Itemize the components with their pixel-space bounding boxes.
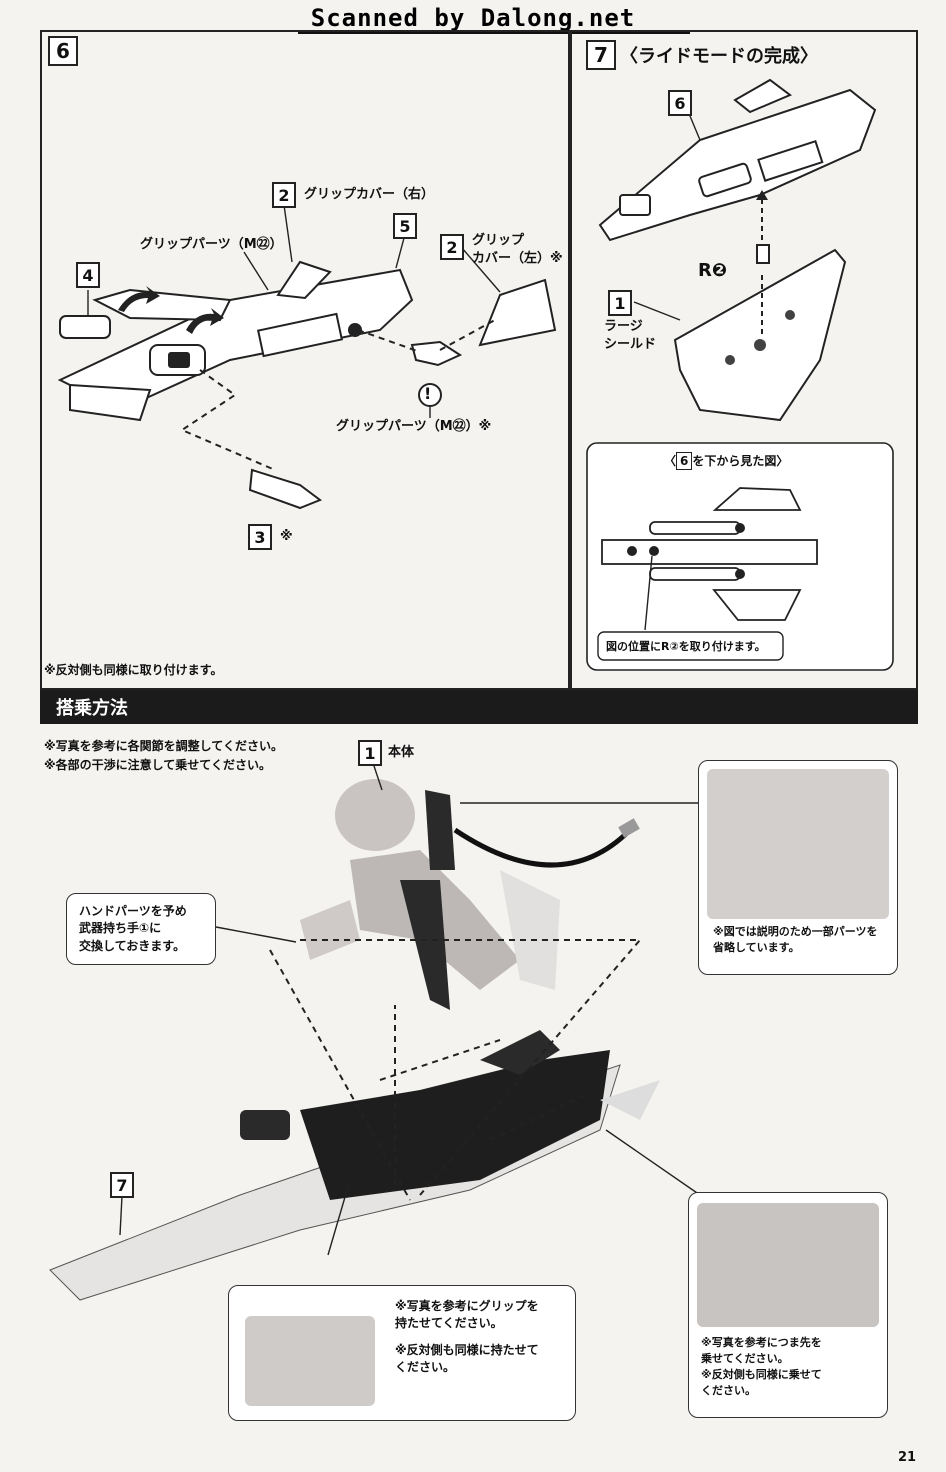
grip-note-text-1: ※写真を参考にグリップを 持たせてください。 [395,1299,539,1331]
boarding-vehicle-part-box: 7 [110,1172,134,1198]
step6-part-5-box: 5 [393,213,417,239]
step7-panel [570,30,918,690]
boarding-section-bar: 搭乗方法 [40,690,918,724]
hand-parts-note-text: ハンドパーツを予め 武器持ち手①に 交換しておきます。 [79,904,187,953]
omit-note-frame: ※図では説明のため一部パーツを 省略しています。 [698,760,898,975]
step7-inset-caption: 図の位置にR②を取り付けます。 [606,640,766,653]
toe-note-text-2: ※反対側も同様に乗せて ください。 [701,1367,822,1397]
step6-part-3-box: 3 [248,524,272,550]
step7-number: 7 [586,40,616,70]
page-number: 21 [898,1450,917,1465]
step6-part-2-left-box: 2 [440,234,464,260]
inset-title-suffix: を下から見た図〉 [692,454,789,468]
figure-detail-photo [707,769,889,919]
grip-note-text-2: ※反対側も同様に持たせて ください。 [395,1343,539,1375]
step6-panel [40,30,570,690]
step6-grip-cover-left-label: グリップ カバー（左）※ [472,233,563,266]
step7-large-shield-box: 1 [608,290,632,316]
boarding-note-interference: ※各部の干渉に注意して乗せてください。 [44,758,271,772]
grip-note-frame: ※写真を参考にグリップを 持たせてください。 ※反対側も同様に持たせて ください… [228,1285,576,1421]
step7-large-shield-label: ラージ シールド [604,319,657,352]
step6-footnote: ※反対側も同様に取り付けます。 [44,663,223,677]
step7-r2-part-label: R❷ [698,260,728,281]
scan-watermark: Scanned by Dalong.net [310,4,636,32]
step6-part-2-right-box: 2 [272,182,296,208]
step6-grip-cover-right-label: グリップカバー（右） [304,187,435,202]
attention-mark-icon: ! [424,384,432,403]
step6-part-4-box: 4 [76,262,100,288]
toe-note-frame: ※写真を参考につま先を 乗せてください。 ※反対側も同様に乗せて ください。 [688,1192,888,1418]
boarding-note-joints: ※写真を参考に各関節を調整してください。 [44,739,283,753]
inset-title-step-box: 6 [676,452,693,471]
step7-ref-step6-box: 6 [668,90,692,116]
grip-detail-photo [245,1316,375,1406]
step6-number: 6 [48,36,78,66]
inset-title-prefix: 〈 [664,454,677,468]
toe-detail-photo [697,1203,879,1327]
step6-grip-parts-label-2: グリップパーツ（M㉒）※ [336,419,492,434]
step6-grip-parts-label: グリップパーツ（M㉒） [140,237,283,252]
boarding-body-part-label: 本体 [388,745,415,760]
step7-title: 〈ライドモードの完成〉 [620,46,818,67]
step6-illustration [57,204,557,510]
hand-parts-note-bubble: ハンドパーツを予め 武器持ち手①に 交換しておきます。 [66,893,216,965]
step6-part-3-mark: ※ [280,529,293,544]
watermark-underline [298,32,690,34]
step7-illustration [586,78,894,671]
omit-note-text: ※図では説明のため一部パーツを 省略しています。 [713,925,878,954]
boarding-body-part-box: 1 [358,740,382,766]
toe-note-text-1: ※写真を参考につま先を 乗せてください。 [701,1336,822,1365]
